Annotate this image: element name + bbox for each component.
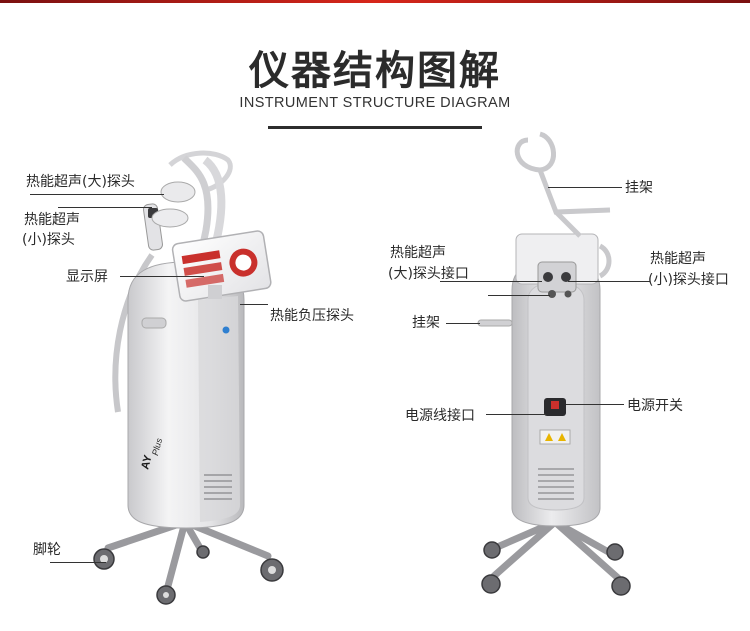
label-large-port-line2: (大)探头接口 bbox=[388, 266, 469, 282]
front-device bbox=[93, 150, 284, 605]
label-hanger-top: 挂架 bbox=[625, 180, 653, 196]
top-accent-bar bbox=[0, 0, 750, 3]
label-small-port-line1: 热能超声 bbox=[650, 251, 706, 267]
label-small-port-line2: (小)探头接口 bbox=[648, 272, 729, 288]
back-device bbox=[477, 131, 631, 596]
leader-line-large-port bbox=[440, 281, 542, 282]
caster-wheels bbox=[93, 545, 284, 605]
svg-text:AY: AY bbox=[139, 453, 154, 471]
leader-line-display bbox=[120, 276, 204, 277]
label-rf-small-probe-line1: 热能超声 bbox=[24, 212, 80, 228]
leader-line-vacuum-probe bbox=[240, 304, 268, 305]
leader-line-large-probe bbox=[30, 194, 164, 195]
label-casters: 脚轮 bbox=[33, 542, 61, 558]
front-logo: AY bbox=[139, 453, 154, 471]
leader-line-small-probe bbox=[58, 207, 152, 208]
front-screen bbox=[171, 230, 272, 302]
label-rf-large-probe: 热能超声(大)探头 bbox=[26, 174, 135, 190]
leader-line-power-port bbox=[486, 414, 546, 415]
title-underline bbox=[268, 126, 482, 129]
label-large-port-line1: 热能超声 bbox=[390, 245, 446, 261]
page-subtitle: INSTRUMENT STRUCTURE DIAGRAM bbox=[239, 95, 511, 111]
label-power-switch: 电源开关 bbox=[627, 398, 683, 414]
leader-line-hanger-side bbox=[446, 323, 480, 324]
label-hanger-side: 挂架 bbox=[412, 315, 440, 331]
label-display: 显示屏 bbox=[66, 269, 108, 285]
leader-line-small-port bbox=[568, 281, 650, 282]
leader-line-large-port-2 bbox=[488, 295, 550, 296]
leader-line-power-switch bbox=[566, 404, 624, 405]
leader-line-hanger-top bbox=[548, 187, 622, 188]
label-power-port: 电源线接口 bbox=[405, 408, 475, 424]
page-title: 仪器结构图解 bbox=[249, 48, 501, 94]
label-vacuum-probe: 热能负压探头 bbox=[270, 308, 354, 324]
label-rf-small-probe-line2: (小)探头 bbox=[22, 232, 75, 248]
leader-line-casters bbox=[50, 562, 106, 563]
